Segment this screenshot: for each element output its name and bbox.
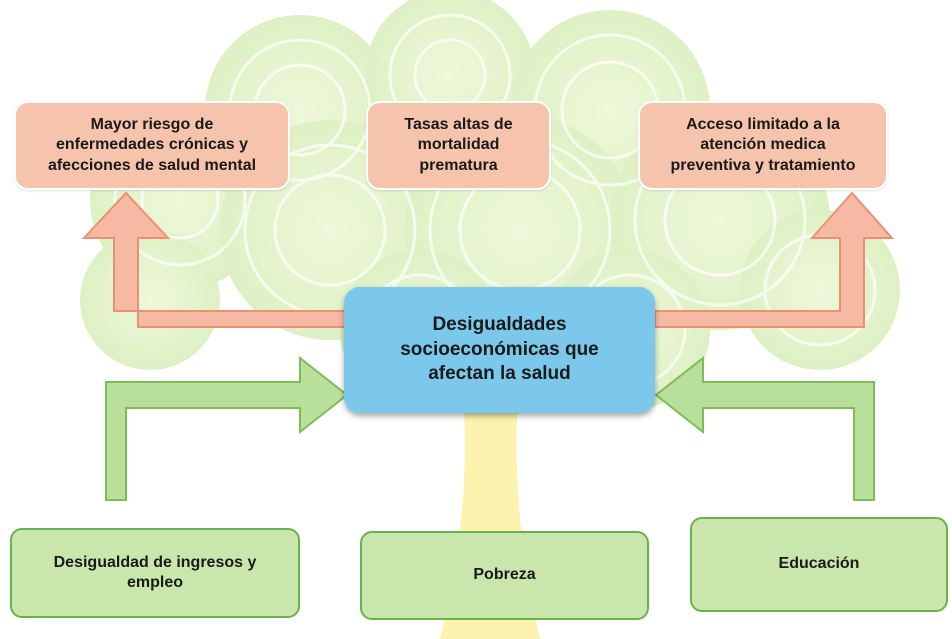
arrow-from-cause-3: [654, 355, 875, 501]
central-concept-label: Desigualdades socioeconómicas que afecta…: [400, 313, 599, 385]
arrow-to-effect-1: [81, 191, 346, 328]
cause-box-poverty: Pobreza: [360, 531, 649, 620]
cause-label: Desigualdad de ingresos y empleo: [53, 553, 257, 591]
effect-box-chronic-disease: Mayor riesgo de enfermedades crónicas y …: [14, 101, 290, 190]
cause-label: Educación: [778, 555, 860, 573]
cause-box-education: Educación: [690, 517, 948, 612]
effect-box-mortality: Tasas altas de mortalidad prematura: [366, 101, 551, 190]
cause-label: Pobreza: [473, 566, 536, 584]
central-concept-box: Desigualdades socioeconómicas que afecta…: [344, 287, 655, 413]
arrow-from-cause-1: [105, 355, 349, 501]
effect-label: Mayor riesgo de enfermedades crónicas y …: [47, 115, 257, 174]
effect-box-limited-access: Acceso limitado a la atención medica pre…: [638, 101, 888, 190]
effect-label: Acceso limitado a la atención medica pre…: [670, 115, 856, 174]
cause-box-income-inequality: Desigualdad de ingresos y empleo: [10, 528, 300, 618]
effect-label: Tasas altas de mortalidad prematura: [404, 115, 513, 174]
arrow-to-effect-3: [654, 191, 895, 328]
